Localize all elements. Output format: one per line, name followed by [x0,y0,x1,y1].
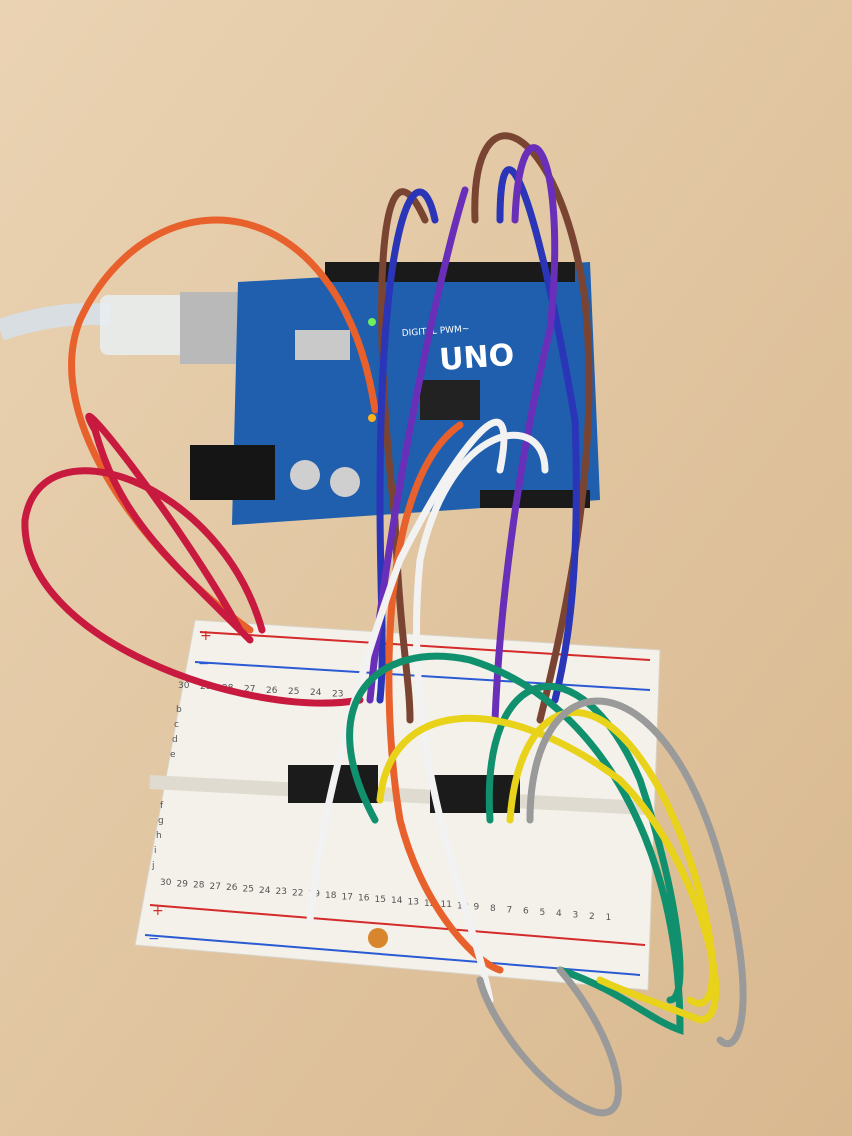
crystal [295,330,350,360]
power-led [368,318,376,326]
column-number: 13 [408,898,419,908]
column-number: 27 [244,685,255,695]
column-number: 24 [310,688,322,698]
ceramic-capacitor [368,928,388,948]
column-number: 30 [160,878,172,888]
column-number: 23 [332,689,343,699]
column-number: 22 [292,888,303,898]
row-letter: c [174,720,179,730]
row-letter: b [176,705,182,715]
row-letter: e [170,750,176,760]
column-number: 8 [490,904,496,914]
digital-header [325,262,575,282]
column-number: 23 [276,887,287,897]
column-number: 24 [259,886,271,896]
column-number: 1 [606,913,612,923]
rail-minus-label: − [148,931,160,947]
column-number: 26 [266,686,278,696]
microcontroller-chip [420,380,480,420]
rail-plus-label: + [152,903,164,919]
ic-chip [430,775,520,813]
column-number: 6 [523,907,529,917]
rail-line-blue [194,661,651,691]
jumper-wires [21,132,747,1117]
header-label: DIGITAL PWM~ [402,324,470,339]
column-number: 25 [288,687,299,697]
column-number: 29 [177,879,189,889]
rail-plus-label: + [200,628,212,644]
row-letter: f [160,801,164,811]
row-letter: j [151,861,155,871]
column-number: 15 [375,895,386,905]
column-number: 28 [193,881,205,891]
status-led [368,414,376,422]
column-number: 26 [226,883,238,893]
column-number: 27 [210,882,221,892]
power-header [480,490,590,508]
row-letter: g [158,816,164,826]
column-number: 5 [540,908,546,918]
capacitor [290,460,320,490]
rail-minus-label: − [198,656,210,672]
rail-line-red [199,631,651,661]
model-label: UNO [438,338,515,378]
column-number: 17 [342,892,353,902]
column-number: 14 [391,896,403,906]
row-letter: d [172,735,178,745]
row-letter: h [156,831,162,841]
dc-jack [190,445,275,500]
column-number: 18 [325,891,337,901]
column-number: 11 [441,900,452,910]
column-number: 12 [424,899,435,909]
column-number: 4 [556,909,562,919]
column-number: 25 [243,885,254,895]
column-number: 2 [589,912,595,922]
capacitor [330,467,360,497]
column-number: 3 [573,911,579,921]
column-number: 7 [507,905,513,915]
column-number: 9 [474,903,480,913]
column-number: 16 [358,894,370,904]
row-letter: i [154,846,157,856]
column-number: 30 [178,681,190,691]
